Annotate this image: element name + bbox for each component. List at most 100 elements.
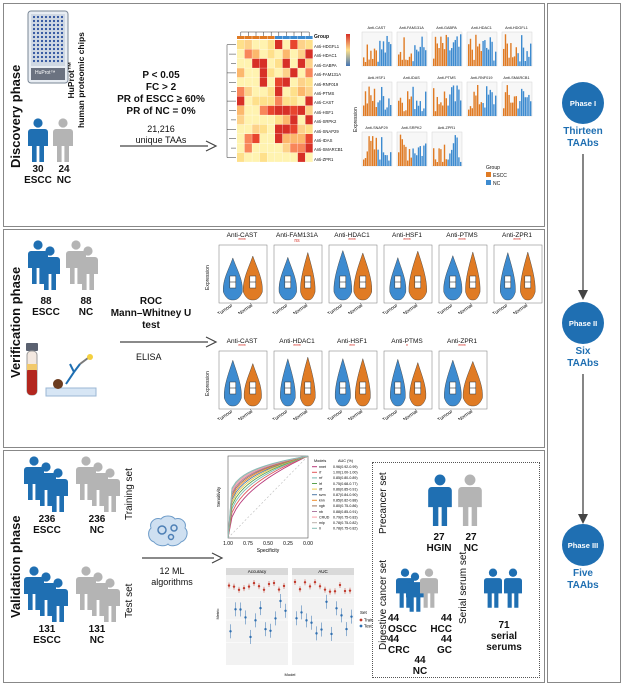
- heatmap-cell: [275, 49, 283, 59]
- heatmap-cell: [305, 58, 313, 68]
- chip-text-line2: human proteomic chips: [76, 32, 86, 128]
- heatmap-cell: [290, 58, 298, 68]
- mini-bar: [366, 151, 368, 166]
- mini-bar: [381, 137, 383, 166]
- heatmap-cell: [290, 40, 298, 50]
- mini-bar: [473, 91, 475, 116]
- mini-bar: [451, 149, 453, 166]
- verification-methods: ROC Mann–Whitney U test: [106, 296, 196, 332]
- mini-bar: [381, 49, 383, 66]
- heatmap-cell: [237, 58, 245, 68]
- mini-bar: [522, 47, 525, 66]
- protein-chip-icon: HuProt™: [27, 10, 69, 84]
- heatmap-row-label: Anti-SRPK2: [314, 119, 337, 125]
- mini-bar: [508, 57, 510, 66]
- perf-legend-item: Train: [364, 618, 374, 623]
- mini-bar: [478, 43, 481, 66]
- roc-legend-model: knn: [319, 499, 325, 503]
- mini-bar-chart: Anti-PTMS: [430, 76, 463, 124]
- heatmap-cell: [237, 68, 245, 78]
- mini-bar: [364, 158, 367, 166]
- mini-bar: [449, 50, 451, 66]
- heatmap-cell: [297, 68, 306, 78]
- heatmap-cell: [305, 115, 313, 125]
- brain-gear-icon: [146, 514, 190, 553]
- mini-bar: [414, 109, 416, 116]
- heatmap-cell: [275, 143, 283, 153]
- train-escc-person-icon-3: [48, 468, 68, 512]
- heatmap-cell: [244, 124, 252, 134]
- heatmap-cell: [237, 105, 245, 115]
- mini-bar: [363, 159, 365, 166]
- mini-bar: [364, 91, 367, 116]
- svg-text:Normal: Normal: [237, 409, 254, 420]
- heatmap-cell: [297, 49, 306, 59]
- heatmap-cell: [297, 115, 306, 125]
- mini-bar: [506, 43, 508, 66]
- heatmap-cell: [297, 96, 306, 106]
- mini-bar: [405, 59, 407, 66]
- legend-nc: NC: [486, 180, 507, 188]
- heatmap-cell: [259, 68, 268, 78]
- violin-title: Anti-HSF1: [392, 232, 422, 239]
- verification-escc-person-icon-2: [40, 246, 60, 290]
- verification-nc-person-icon-2: [78, 246, 98, 290]
- mini-bar: [513, 56, 516, 66]
- roc-xlabel: Specificity: [257, 548, 280, 554]
- heatmap-cell: [267, 68, 275, 78]
- mini-bar: [405, 110, 407, 116]
- significance-mark: ****: [293, 344, 301, 350]
- heatmap-cell: [252, 134, 260, 144]
- heatmap-cell: [290, 105, 298, 115]
- mini-chart-title: Anti-RNF019: [470, 76, 493, 80]
- test-set-label: Test set: [124, 583, 135, 618]
- heatmap-cell: [305, 40, 313, 50]
- roc-legend-auc: 0.75(0.68-0.77): [333, 482, 358, 486]
- mini-bar: [440, 36, 442, 66]
- mini-bar: [440, 102, 442, 116]
- heatmap-cell: [290, 96, 298, 106]
- heatmap-cell: [267, 77, 275, 87]
- mini-bar: [506, 85, 508, 116]
- heatmap-cell: [259, 87, 268, 97]
- mini-bar: [445, 34, 447, 66]
- mini-bar: [480, 51, 482, 66]
- validation-frame: [3, 450, 545, 683]
- mini-bar: [452, 143, 455, 166]
- heatmap-cell: [244, 40, 252, 50]
- mini-bar: [528, 56, 530, 66]
- mini-bar: [447, 159, 449, 166]
- mini-bar-chart: Anti-SRPK2: [395, 126, 428, 174]
- heatmap-cell: [275, 87, 283, 97]
- heatmap-cell: [252, 105, 260, 115]
- heatmap-cell: [252, 58, 260, 68]
- phase-2-badge: Phase II: [562, 302, 604, 344]
- heatmap-cell: [252, 49, 260, 59]
- mini-bar: [407, 160, 409, 166]
- mini-bar: [410, 96, 412, 116]
- chip-text-line1: HuProt™: [66, 61, 76, 99]
- discovery-nc-person-icon: [53, 118, 73, 162]
- heatmap-cell: [267, 105, 275, 115]
- mini-bar: [433, 58, 435, 66]
- extended-cohorts-box: [372, 462, 540, 678]
- violin-title: Anti-PTMS: [391, 338, 423, 345]
- mini-bar: [460, 100, 462, 116]
- mini-bar: [399, 51, 402, 66]
- facet-strip: [292, 568, 354, 575]
- mini-bar: [468, 109, 470, 116]
- train-point: [303, 581, 307, 584]
- mini-bar: [417, 51, 420, 66]
- significance-mark: *: [406, 344, 408, 350]
- mini-bar: [530, 43, 532, 66]
- heatmap-cell: [252, 40, 260, 50]
- svg-text:Normal: Normal: [347, 409, 364, 420]
- heatmap-cell: [297, 134, 306, 144]
- mini-bar: [458, 46, 460, 66]
